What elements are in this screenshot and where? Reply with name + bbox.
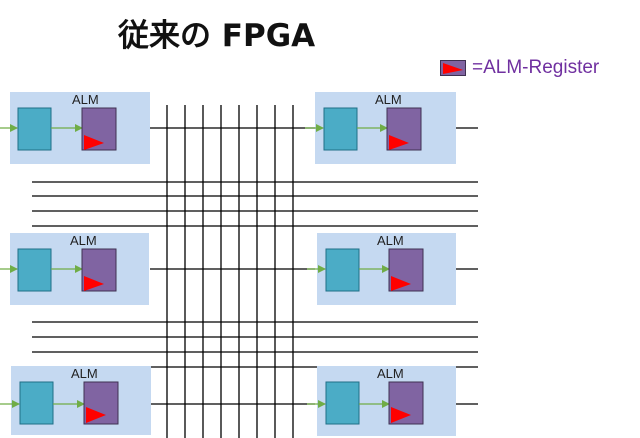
flipflop-clock-marker	[84, 276, 104, 291]
lut-box	[323, 107, 358, 151]
alm-label: ALM	[377, 233, 404, 248]
lut-box	[325, 381, 360, 425]
alm-block: ALM	[305, 92, 456, 164]
vertical-routing-wires	[166, 105, 294, 438]
alm-block: ALM	[307, 366, 456, 436]
flipflop-clock-marker	[389, 135, 409, 150]
horizontal-routing-bundle-1	[32, 181, 478, 227]
horizontal-routing-bundle-2	[32, 321, 478, 368]
flipflop-clock-marker	[391, 407, 411, 423]
alm-register-icon	[440, 60, 466, 76]
flipflop-clock-marker	[86, 407, 106, 423]
flipflop-clock-marker	[391, 276, 411, 291]
alm-block: ALM	[0, 366, 151, 435]
lut-box	[17, 248, 52, 292]
flipflop-clock-marker	[84, 135, 104, 150]
alm-label: ALM	[71, 366, 98, 381]
alm-block: ALM	[0, 92, 150, 164]
lut-box	[17, 107, 52, 151]
alm-block: ALM	[0, 233, 149, 305]
lut-box	[19, 381, 54, 425]
legend: =ALM-Register	[440, 56, 599, 80]
alm-block: ALM	[307, 233, 456, 305]
alm-label: ALM	[375, 92, 402, 107]
legend-text: =ALM-Register	[472, 57, 600, 78]
alm-output-wires	[150, 127, 478, 405]
lut-box	[325, 248, 360, 292]
alm-label: ALM	[72, 92, 99, 107]
alm-label: ALM	[70, 233, 97, 248]
alm-label: ALM	[377, 366, 404, 381]
page-title: 従来の FPGA	[118, 18, 316, 54]
